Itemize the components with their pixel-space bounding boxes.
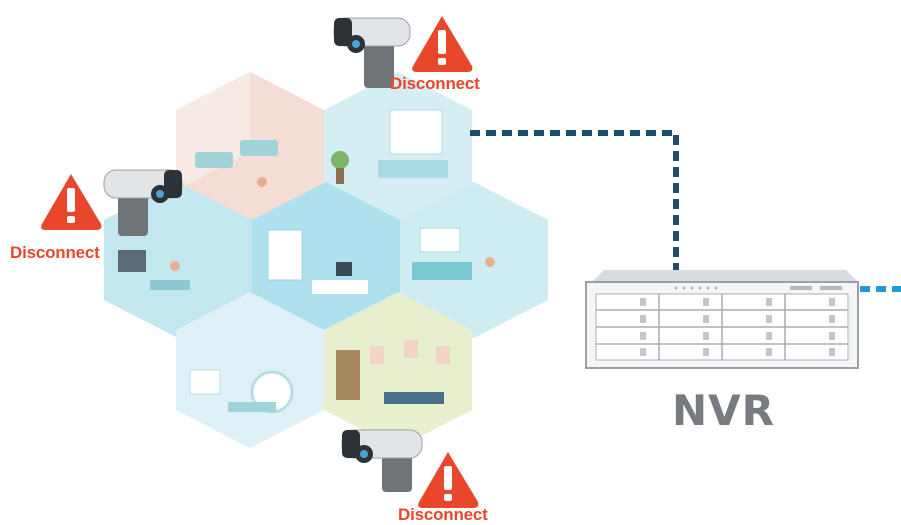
room-lab [400, 182, 548, 338]
camera-icon-bottom [341, 429, 423, 492]
camera-icon-top [333, 17, 411, 88]
disconnect-label-top: Disconnect [390, 74, 480, 93]
server-rack-icon [585, 270, 859, 369]
disconnect-label-bottom: Disconnect [398, 505, 488, 524]
room-reception [324, 72, 472, 228]
warning-icon-top [412, 16, 473, 72]
camera-link-line [470, 130, 679, 272]
camera-icon-left [103, 169, 183, 236]
warning-icon-bottom [418, 452, 479, 508]
disconnect-label-left: Disconnect [10, 243, 100, 262]
warning-icon-left [41, 174, 102, 230]
room-ward [176, 72, 324, 228]
network-links [470, 130, 901, 292]
room-waiting [324, 292, 472, 448]
hospital-rooms-cluster [104, 72, 548, 448]
room-office [252, 182, 400, 338]
room-imaging [176, 292, 324, 448]
nvr-label: NVR [672, 386, 775, 435]
